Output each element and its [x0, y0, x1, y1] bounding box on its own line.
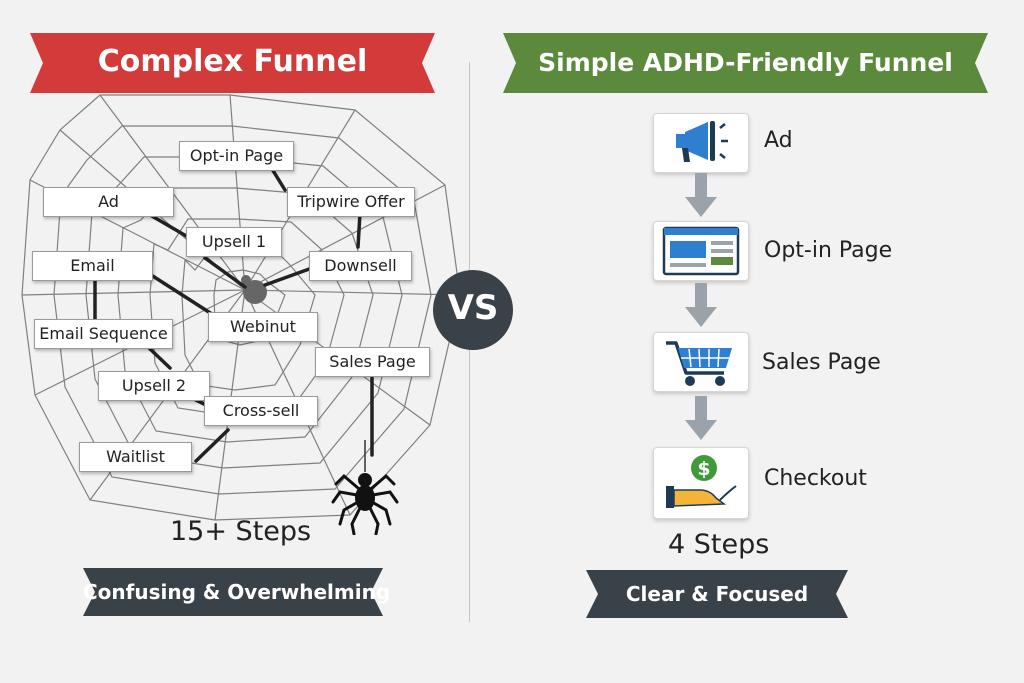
- box-opt-in-page: Opt-in Page: [179, 141, 294, 171]
- arrow-down-icon: [685, 173, 717, 217]
- simple-funnel-banner: [503, 33, 988, 93]
- box-email: Email: [32, 251, 153, 281]
- step-label-sales-page: Sales Page: [762, 350, 881, 375]
- box-cross-sell: Cross-sell: [204, 396, 318, 426]
- complex-funnel-banner: [30, 33, 435, 93]
- vs-badge: [433, 270, 513, 350]
- step-card-ad: [653, 113, 749, 173]
- step-card-sales-page: [653, 332, 749, 392]
- step-label-checkout: Checkout: [764, 466, 867, 491]
- step-label-opt-in: Opt-in Page: [764, 238, 893, 263]
- webpage-icon: [662, 226, 740, 276]
- arrow-down-icon: [685, 396, 717, 440]
- box-upsell-2: Upsell 2: [98, 371, 210, 401]
- box-webinar: Webinut: [208, 312, 318, 342]
- complex-step-count: 15+ Steps: [170, 516, 312, 547]
- complex-funnel-title: Complex Funnel: [97, 44, 368, 79]
- box-tripwire-offer: Tripwire Offer: [287, 187, 415, 217]
- svg-text:$: $: [697, 458, 710, 480]
- box-waitlist: Waitlist: [79, 442, 192, 472]
- payment-icon: $: [666, 455, 737, 508]
- megaphone-icon: [676, 121, 728, 162]
- step-label-ad: Ad: [764, 128, 793, 153]
- complex-verdict: Confusing & Overwhelming: [83, 580, 391, 604]
- step-card-checkout: $: [653, 447, 749, 519]
- complex-verdict-banner: [83, 568, 383, 616]
- simple-funnel-title: Simple ADHD-Friendly Funnel: [538, 48, 953, 77]
- shopping-cart-icon: [666, 341, 732, 386]
- box-downsell: Downsell: [309, 251, 412, 281]
- spider-icon: [331, 440, 399, 535]
- vs-label: VS: [447, 288, 499, 328]
- simple-step-count: 4 Steps: [668, 529, 770, 560]
- box-ad: Ad: [43, 187, 174, 217]
- step-card-opt-in: [653, 221, 749, 281]
- box-email-sequence: Email Sequence: [34, 319, 173, 349]
- box-upsell-1: Upsell 1: [186, 227, 282, 257]
- arrow-down-icon: [685, 283, 717, 327]
- simple-verdict-banner: [586, 570, 848, 618]
- box-sales-page: Sales Page: [315, 347, 430, 377]
- simple-verdict: Clear & Focused: [625, 582, 809, 606]
